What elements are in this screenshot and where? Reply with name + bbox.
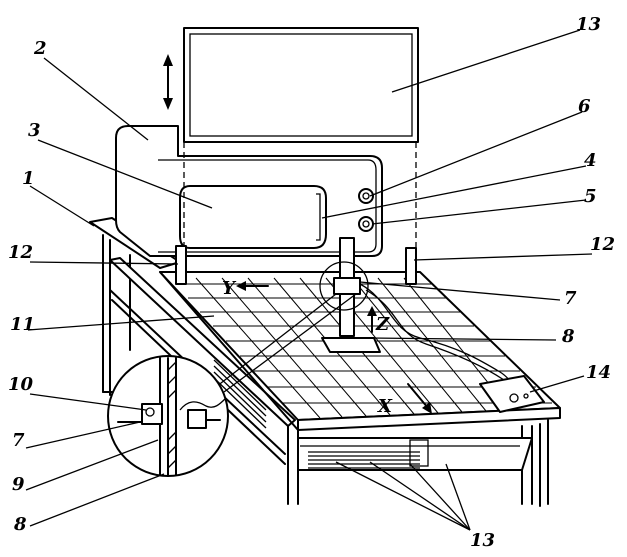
- knob-5-icon[interactable]: [358, 216, 374, 232]
- callout-1: 1: [22, 168, 35, 189]
- axis-x-label: X: [377, 396, 393, 417]
- axis-z-arrow: [367, 306, 377, 333]
- lower-storage-panels: [308, 439, 429, 469]
- callout-7: 7: [564, 288, 577, 309]
- callout-12-left: 12: [8, 242, 33, 263]
- callout-7-inset: 7: [12, 430, 25, 451]
- callout-10: 10: [8, 374, 34, 395]
- callout-14: 14: [586, 362, 611, 383]
- callout-13-top: 13: [576, 14, 601, 35]
- callout-4: 4: [584, 150, 597, 171]
- callout-9: 9: [12, 474, 25, 495]
- axis-z-label: Z: [375, 314, 390, 335]
- callout-11: 11: [10, 314, 35, 335]
- callout-2: 2: [33, 38, 47, 59]
- detail-inset: [107, 355, 229, 477]
- table-frame: [89, 217, 549, 507]
- post-left: [175, 245, 187, 285]
- callout-3: 3: [28, 120, 41, 141]
- leader-lines: [25, 29, 593, 531]
- callout-13-bottom: 13: [470, 530, 495, 551]
- axis-x-arrow: [407, 383, 432, 414]
- monitor: [183, 27, 419, 143]
- callout-8: 8: [561, 326, 575, 347]
- callout-5: 5: [584, 186, 597, 207]
- callout-6: 6: [578, 96, 591, 117]
- axis-y-arrow: [236, 281, 269, 291]
- camera-housing: [115, 125, 383, 257]
- callout-12-right: 12: [590, 234, 615, 255]
- axis-y-label: Y: [222, 278, 237, 299]
- callout-8-inset: 8: [13, 514, 27, 535]
- controller-unit: [479, 375, 545, 413]
- probe-stand: [211, 237, 381, 393]
- side-vents: [213, 359, 267, 429]
- post-right: [405, 247, 417, 285]
- knob-6-icon[interactable]: [358, 188, 374, 204]
- vertical-adjust-arrow: [163, 54, 173, 110]
